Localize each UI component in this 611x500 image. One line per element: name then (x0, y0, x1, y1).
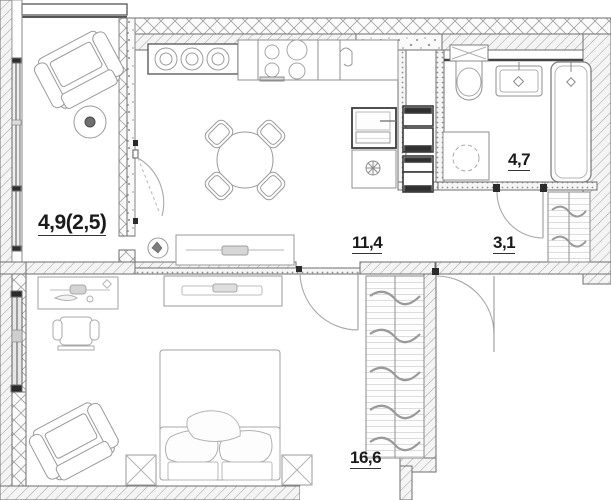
cooktop-burners (154, 47, 230, 71)
wardrobe-bedroom (365, 275, 425, 459)
shelf-unit (402, 105, 434, 193)
wall-living-bedroom-right (359, 261, 436, 275)
room-area-value-hall: 3,1 (493, 233, 516, 254)
wall-bedroom-right-foot (399, 465, 413, 500)
nightstand-left (125, 454, 157, 486)
room-area-label-kitchen-living: 11,4 (352, 233, 383, 254)
room-area-label-bedroom: 16,6 (350, 448, 382, 469)
kitchen-cabinet-a (237, 39, 259, 81)
desk-chair (52, 316, 100, 351)
wall-bedroom-left-xhatch2 (11, 391, 27, 500)
bathroom-group (442, 44, 592, 263)
room-area-value-loggia: 4,9(2,5) (38, 211, 107, 236)
room-area-value-kitchen-living: 11,4 (352, 233, 383, 254)
wall-loggia-left (0, 0, 13, 269)
room-area-label-hall: 3,1 (493, 233, 516, 254)
wall-bedroom-left (0, 273, 13, 500)
stove-control (259, 76, 285, 82)
doors-group (132, 140, 547, 352)
door-swing-hall (435, 275, 495, 335)
dining-table (216, 131, 274, 189)
wall-bedroom-right (423, 273, 437, 467)
kitchen-cabinet-b (317, 39, 341, 81)
oven-grill (355, 131, 391, 144)
room-area-label-bathroom: 4,7 (508, 150, 531, 171)
wall-loggia-partition-x (118, 17, 128, 237)
door-swing-bedroom (299, 271, 359, 331)
bedroom-group (28, 275, 425, 486)
wall-exterior-top (125, 17, 611, 35)
wall-hall-bottom (435, 261, 611, 275)
kitchen-sink-unit (339, 39, 399, 81)
wardrobe-hall-right (547, 191, 591, 263)
washer-dial (365, 160, 381, 176)
wall-bedroom-bottom-right (300, 486, 611, 500)
toilet-bowl (455, 60, 483, 101)
wall-bedroom-top-left (25, 261, 136, 275)
window-loggia-top (21, 3, 128, 16)
dining-set (204, 119, 286, 201)
stove-burners (264, 39, 308, 80)
wall-bathroom-bottom2 (544, 181, 598, 191)
loggia-furniture (33, 30, 124, 139)
room-area-value-bedroom: 16,6 (350, 448, 382, 469)
room-area-label-loggia: 4,9(2,5) (38, 211, 107, 236)
washing-machine (442, 131, 490, 181)
wall-bedroom-bottom (0, 485, 301, 500)
nightstand-right (281, 454, 313, 486)
wall-loggia-partition (126, 17, 136, 237)
room-area-value-bathroom: 4,7 (508, 150, 531, 171)
door-swing-loggia (137, 157, 165, 217)
door-swing-bathroom (496, 191, 544, 239)
duvet-fold (186, 410, 241, 442)
plant-loggia (84, 116, 96, 128)
double-bed (159, 349, 281, 481)
armchair-bedroom (28, 402, 119, 481)
kitchen-group (147, 39, 434, 266)
armchair-loggia (33, 30, 124, 109)
faucet-icon (339, 47, 353, 67)
dining-chairs (204, 119, 286, 201)
